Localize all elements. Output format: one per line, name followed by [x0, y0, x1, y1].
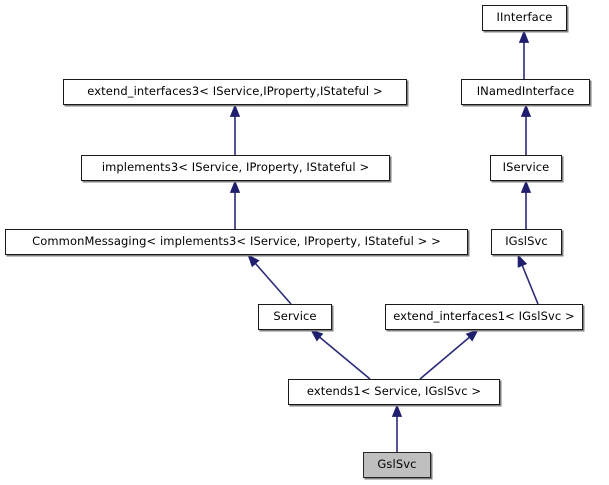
- class-node-gslsvc[interactable]: GslSvc: [363, 452, 431, 478]
- class-node-label: IGslSvc: [505, 234, 548, 249]
- inheritance-edge-extends1-to-extend_interfaces1: [419, 329, 479, 380]
- edges-group: [229, 30, 539, 452]
- class-node-iinterface[interactable]: IInterface: [482, 5, 567, 31]
- class-node-iservice[interactable]: IService: [490, 155, 562, 181]
- class-node-extend_interfaces1[interactable]: extend_interfaces1< IGslSvc >: [385, 304, 583, 330]
- inheritance-edge-extend_interfaces1-to-igslsvc: [517, 254, 539, 305]
- class-node-label: INamedInterface: [476, 84, 575, 99]
- class-node-service[interactable]: Service: [258, 304, 332, 330]
- class-node-label: Service: [273, 309, 317, 324]
- class-node-inamedinterface[interactable]: INamedInterface: [461, 79, 590, 105]
- class-node-label: IService: [502, 160, 550, 175]
- inheritance-edge-extends1-to-service: [310, 329, 371, 380]
- class-node-igslsvc[interactable]: IGslSvc: [491, 229, 562, 255]
- class-node-commonmessaging[interactable]: CommonMessaging< implements3< IService, …: [5, 229, 468, 255]
- inheritance-edge-service-to-commonmessaging: [247, 254, 292, 305]
- class-node-label: IInterface: [496, 10, 553, 25]
- class-node-label: implements3< IService, IProperty, IState…: [101, 160, 370, 175]
- class-node-extends1[interactable]: extends1< Service, IGslSvc >: [288, 379, 500, 405]
- class-node-label: CommonMessaging< implements3< IService, …: [32, 234, 441, 249]
- class-node-label: extend_interfaces1< IGslSvc >: [393, 309, 575, 324]
- class-node-label: GslSvc: [377, 457, 417, 472]
- class-node-label: extend_interfaces3< IService,IProperty,I…: [87, 84, 383, 99]
- class-node-implements3[interactable]: implements3< IService, IProperty, IState…: [81, 155, 390, 181]
- class-node-label: extends1< Service, IGslSvc >: [306, 384, 482, 399]
- class-node-extend_interfaces3[interactable]: extend_interfaces3< IService,IProperty,I…: [63, 79, 407, 105]
